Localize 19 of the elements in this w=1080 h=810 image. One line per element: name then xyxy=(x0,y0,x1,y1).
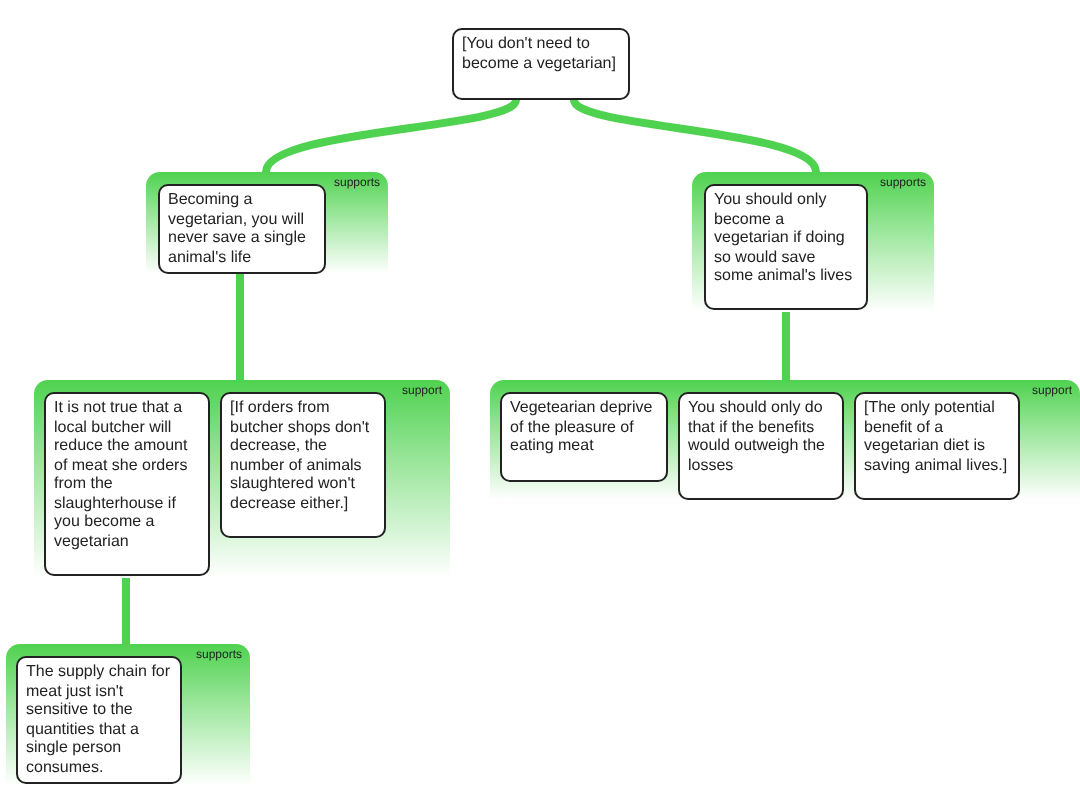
claim-box: Vegetearian deprive of the pleasure of eating meat xyxy=(500,392,668,482)
reasoning-panel xyxy=(146,172,388,274)
support-connector xyxy=(570,97,820,174)
reasoning-panel xyxy=(490,380,1080,500)
claim-box: Becoming a vegetarian, you will never save a single animal's life xyxy=(158,184,326,274)
support-connector xyxy=(236,274,244,380)
support-connector xyxy=(262,97,520,174)
claim-box: The supply chain for meat just isn't sensitive to the quantities that a single person consumes. xyxy=(16,656,182,784)
reasoning-panel xyxy=(6,644,250,786)
claim-box: You should only do that if the benefits would outweigh the losses xyxy=(678,392,844,500)
support-connector xyxy=(122,576,130,644)
claim-box: It is not true that a local butcher will reduce the amount of meat she orders from the slaughterhouse if you become a vegetarian xyxy=(44,392,210,576)
reasoning-panel xyxy=(34,380,450,578)
claim-box: [You don't need to become a vegetarian] xyxy=(452,28,630,100)
support-connector xyxy=(782,310,790,380)
claim-box: [The only potential benefit of a vegetarian diet is saving animal lives.] xyxy=(854,392,1020,500)
claim-box: You should only become a vegetarian if doing so would save some animal's lives xyxy=(704,184,868,310)
reasoning-panel xyxy=(692,172,934,312)
claim-box: [If orders from butcher shops don't decrease, the number of animals slaughtered won't decrease either.] xyxy=(220,392,386,538)
